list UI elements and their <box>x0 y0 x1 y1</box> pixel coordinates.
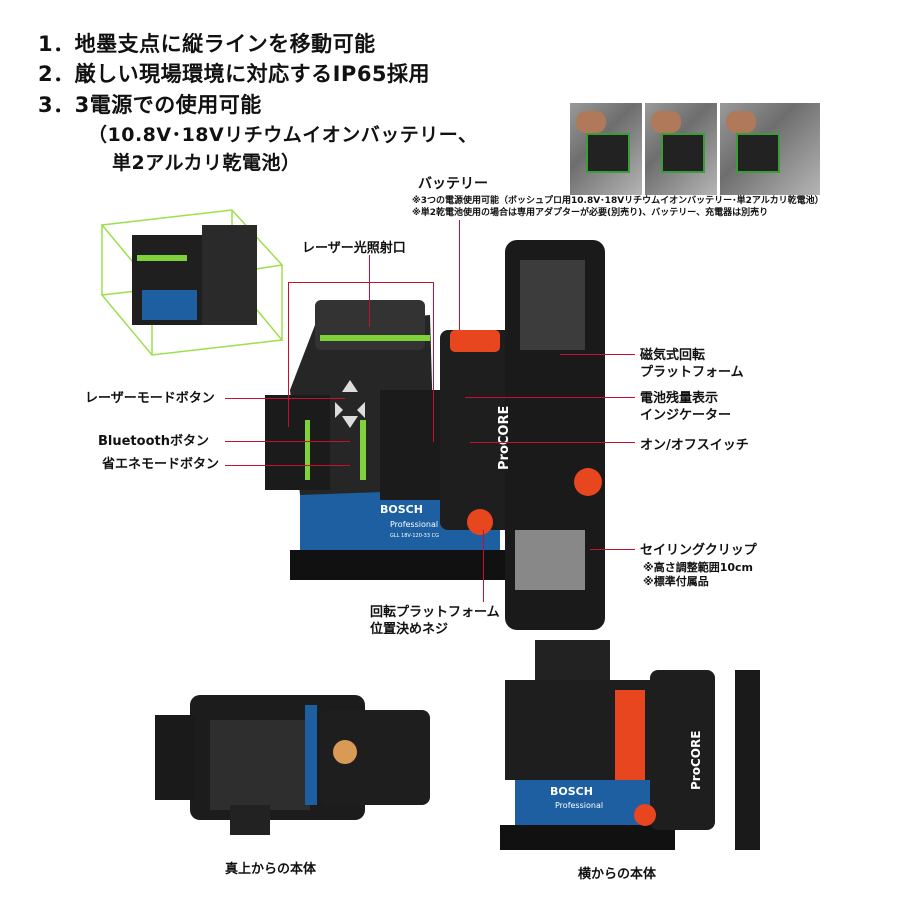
label-ceiling-clip: セイリングクリップ <box>640 543 757 558</box>
leader-line <box>465 397 635 398</box>
heading-1: 1．地墨支点に縦ラインを移動可能 <box>38 32 376 56</box>
usage-photo-1 <box>570 103 642 195</box>
leader-line <box>225 441 350 442</box>
heading-3-sub2: 単2アルカリ乾電池） <box>112 152 301 174</box>
battery-brand: ProCORE <box>497 406 512 470</box>
top-view-image <box>155 695 430 835</box>
label-eco-mode: 省エネモードボタン <box>102 457 220 472</box>
heading-2: 2．厳しい現場環境に対応するIP65採用 <box>38 62 431 86</box>
usage-photo-2 <box>645 103 717 195</box>
label-bluetooth: Bluetoothボタン <box>98 434 209 449</box>
leader-line <box>225 465 350 466</box>
battery-title: バッテリー <box>418 176 488 192</box>
label-power-switch: オン/オフスイッチ <box>640 438 749 453</box>
caption-side-view: 横からの本体 <box>578 867 657 882</box>
line-label-side: Professional <box>555 801 603 810</box>
leader-line <box>590 549 635 550</box>
leader-line <box>288 282 434 283</box>
label-laser-mode: レーザーモードボタン <box>85 391 215 406</box>
label-magnetic-platform: 磁気式回転プラットフォーム <box>640 348 744 380</box>
label-laser-window: レーザー光照射口 <box>302 241 406 256</box>
brand-label-side: BOSCH <box>550 785 593 798</box>
heading-3: 3．3電源での使用可能 <box>38 93 262 117</box>
usage-photo-3 <box>720 103 820 195</box>
battery-pack <box>440 330 520 530</box>
side-view-image: BOSCH Professional ProCORE <box>500 640 760 850</box>
brand-label: BOSCH <box>380 503 423 516</box>
leader-line <box>560 354 635 355</box>
leader-line <box>369 255 370 327</box>
line-label: Professional <box>390 520 438 529</box>
battery-note-2: ※単2乾電池使用の場合は専用アダプターが必要(別売り)、バッテリー、充電器は別売… <box>412 208 769 218</box>
heading-3-sub1: （10.8V･18Vリチウムイオンバッテリー、 <box>88 124 478 146</box>
leader-line <box>483 530 484 602</box>
label-platform-screw: 回転プラットフォーム位置決めネジ <box>370 605 500 637</box>
ceiling-note: ※高さ調整範囲10cm※標準付属品 <box>643 561 753 588</box>
battery-brand-side: ProCORE <box>689 731 703 790</box>
leader-line <box>470 442 635 443</box>
leader-line <box>225 398 345 399</box>
model-label: GLL 18V-120-33 CG <box>390 533 439 539</box>
leader-line <box>288 282 289 427</box>
label-battery-indicator: 電池残量表示インジケーター <box>640 391 732 423</box>
laser-plane-diagram <box>100 209 284 356</box>
battery-note-1: ※3つの電源使用可能（ボッシュプロ用10.8V･18Vリチウムイオンバッテリー･… <box>412 196 824 206</box>
main-product-image: BOSCH Professional GLL 18V-120-33 CG Pro… <box>265 240 605 630</box>
caption-top-view: 真上からの本体 <box>225 862 317 877</box>
leader-line <box>433 282 434 442</box>
leader-line <box>459 220 460 340</box>
